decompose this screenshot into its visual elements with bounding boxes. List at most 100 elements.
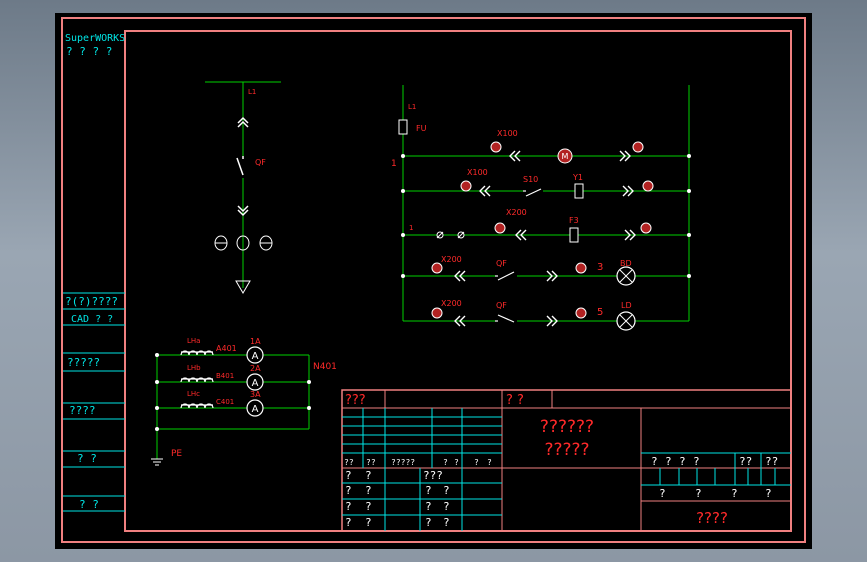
drawing-title: ?????? bbox=[540, 417, 594, 437]
sig-label: ? bbox=[443, 516, 450, 529]
contact-label: X200 bbox=[441, 255, 462, 264]
sig-label: ??? bbox=[423, 469, 443, 482]
sig-header: ?? bbox=[366, 458, 376, 467]
node-label: 5 bbox=[597, 307, 603, 318]
ammeter-label: 3A bbox=[250, 390, 261, 399]
ct-label: LHb bbox=[187, 364, 201, 372]
sig-header: ? bbox=[454, 458, 459, 467]
junction-dot bbox=[687, 274, 691, 278]
ct-coil-icon bbox=[180, 377, 214, 383]
sig-label: ? bbox=[365, 469, 372, 482]
ct-label: LHc bbox=[187, 390, 200, 398]
svg-text:A: A bbox=[252, 378, 259, 389]
brand-sub-label: ? ? ? ? bbox=[66, 45, 112, 58]
terminal-marker bbox=[642, 180, 654, 192]
earth-ground-icon bbox=[151, 458, 163, 466]
scale-label: ?? bbox=[765, 455, 778, 468]
sig-label: ? bbox=[365, 500, 372, 513]
sig-header: ? bbox=[443, 458, 448, 467]
strip-row-label: ????? bbox=[67, 356, 100, 369]
sig-label: ? bbox=[425, 484, 432, 497]
pe-label: PE bbox=[171, 449, 182, 459]
sig-label: ? bbox=[345, 484, 352, 497]
node-label: 3 bbox=[597, 262, 603, 273]
junction-dot bbox=[401, 154, 405, 158]
sheet-label: ? bbox=[659, 487, 666, 500]
fuse-icon bbox=[398, 119, 408, 135]
title-block-header: ??? bbox=[345, 393, 366, 408]
neutral-label: N401 bbox=[313, 362, 337, 372]
disconnect-chevron-icon bbox=[237, 205, 249, 217]
wire-tag: C401 bbox=[216, 398, 234, 406]
ammeter-icon: A bbox=[246, 399, 264, 417]
connector-chevron-icon bbox=[454, 270, 558, 282]
switch-contact-icon bbox=[523, 186, 543, 197]
coil-label: Y1 bbox=[572, 173, 583, 182]
l1-label: L1 bbox=[248, 88, 256, 96]
terminal-marker bbox=[431, 262, 443, 274]
sheet-label: ? bbox=[695, 487, 702, 500]
strip-row-label: ? ? bbox=[77, 452, 97, 465]
lamp-label: BD bbox=[620, 259, 632, 268]
junction-dot bbox=[155, 427, 159, 431]
sheet-label: ? bbox=[765, 487, 772, 500]
switch-label: S10 bbox=[523, 175, 538, 184]
title-block bbox=[341, 389, 792, 532]
ammeter-label: 1A bbox=[250, 337, 261, 346]
wire-tag: B401 bbox=[216, 372, 234, 380]
sig-label: ? bbox=[443, 500, 450, 513]
switch-contact-icon bbox=[495, 314, 517, 325]
sig-label: ? bbox=[345, 469, 352, 482]
fu-label: FU bbox=[416, 124, 427, 133]
row-start-label: 1 bbox=[409, 224, 413, 232]
ct-coil-icon bbox=[180, 350, 214, 356]
indicator-lamp-icon bbox=[616, 311, 636, 331]
junction-dot bbox=[687, 154, 691, 158]
qf-label: QF bbox=[255, 158, 266, 167]
strip-row-label: CAD ? ? bbox=[71, 314, 113, 325]
brand-label: SuperWORKS bbox=[65, 33, 125, 44]
switch-label: QF bbox=[496, 301, 507, 310]
junction-dot bbox=[401, 233, 405, 237]
sheet-label: ? bbox=[731, 487, 738, 500]
connector-chevron-icon bbox=[454, 315, 558, 327]
stage-label: ? bbox=[665, 455, 672, 468]
company-name: ???? bbox=[696, 509, 728, 527]
ammeter-label: 2A bbox=[250, 364, 261, 373]
junction-dot bbox=[687, 189, 691, 193]
title-block-header: ? ? bbox=[506, 393, 524, 408]
disconnect-chevron-icon bbox=[237, 116, 249, 128]
drawing-sheet: SuperWORKS ? ? ? ? ?(?)???? CAD ? ? ????… bbox=[55, 13, 812, 549]
terminal-marker bbox=[494, 222, 506, 234]
node-label: 1 bbox=[391, 159, 397, 169]
indicator-lamp-icon bbox=[616, 266, 636, 286]
single-line-diagram bbox=[205, 81, 281, 288]
terminal-marker bbox=[490, 141, 502, 153]
svg-text:M: M bbox=[562, 152, 569, 161]
strip-row-label: ?(?)???? bbox=[65, 295, 118, 308]
inner-frame bbox=[124, 30, 792, 532]
connector-chevron-icon bbox=[509, 150, 631, 162]
coil-icon bbox=[574, 183, 584, 199]
strip-row-label: ???? bbox=[69, 404, 96, 417]
stage-label: ? bbox=[651, 455, 658, 468]
svg-text:A: A bbox=[252, 351, 259, 362]
sig-header: ? bbox=[474, 458, 479, 467]
sig-header: ?? bbox=[344, 458, 354, 467]
stage-label: ? bbox=[693, 455, 700, 468]
terminal-marker bbox=[431, 307, 443, 319]
connector-chevron-icon bbox=[515, 229, 636, 241]
stage-label: ? bbox=[679, 455, 686, 468]
junction-dot bbox=[307, 406, 311, 410]
terminal-marker bbox=[632, 141, 644, 153]
terminal-pin-icon bbox=[436, 231, 465, 239]
connector-chevron-icon bbox=[479, 185, 634, 197]
switch-label: QF bbox=[496, 259, 507, 268]
sig-label: ? bbox=[345, 500, 352, 513]
sig-label: ? bbox=[425, 500, 432, 513]
strip-row-label: ? ? bbox=[79, 498, 99, 511]
current-circuit bbox=[156, 354, 310, 459]
terminal-marker bbox=[575, 262, 587, 274]
svg-text:A: A bbox=[252, 404, 259, 415]
sig-label: ? bbox=[365, 484, 372, 497]
